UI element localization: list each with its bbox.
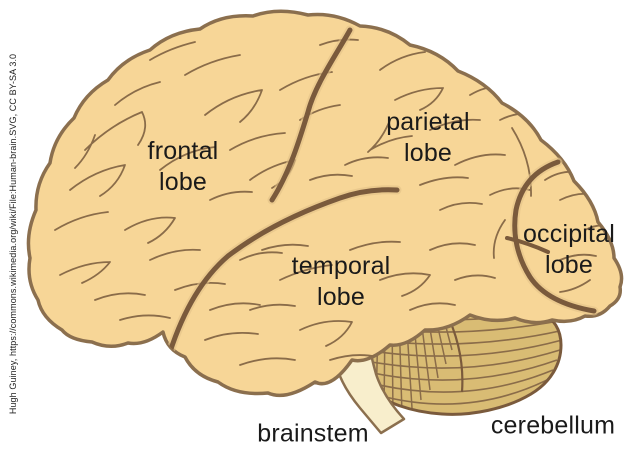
central-sulcus bbox=[269, 27, 353, 203]
label-frontal-lobe-line1: frontal bbox=[147, 137, 219, 165]
label-occipital-lobe: occipital lobe bbox=[523, 219, 615, 281]
brainstem-shape bbox=[331, 348, 406, 435]
label-parietal-lobe-line1: parietal bbox=[386, 108, 470, 136]
label-brainstem: brainstem bbox=[257, 419, 369, 448]
attribution-credit: Hugh Guiney, https://commons.wikimedia.o… bbox=[8, 53, 18, 415]
label-frontal-lobe: frontal lobe bbox=[148, 136, 219, 198]
label-temporal-lobe-line1: temporal bbox=[291, 252, 391, 280]
label-parietal-lobe: parietal lobe bbox=[386, 107, 470, 169]
lateral-fissure bbox=[167, 187, 400, 355]
cerebrum-shape bbox=[26, 9, 624, 398]
label-occipital-lobe-line2: lobe bbox=[544, 251, 594, 279]
label-temporal-lobe-line2: lobe bbox=[316, 283, 366, 311]
parieto-occipital-sulcus bbox=[512, 159, 597, 314]
label-temporal-lobe: temporal lobe bbox=[292, 251, 391, 313]
label-occipital-lobe-line1: occipital bbox=[522, 220, 616, 248]
occipital-short-sulcus bbox=[505, 236, 550, 254]
label-cerebellum: cerebellum bbox=[490, 411, 616, 440]
label-parietal-lobe-line2: lobe bbox=[403, 139, 453, 167]
label-frontal-lobe-line2: lobe bbox=[158, 168, 208, 196]
brainstem-body bbox=[331, 348, 406, 435]
